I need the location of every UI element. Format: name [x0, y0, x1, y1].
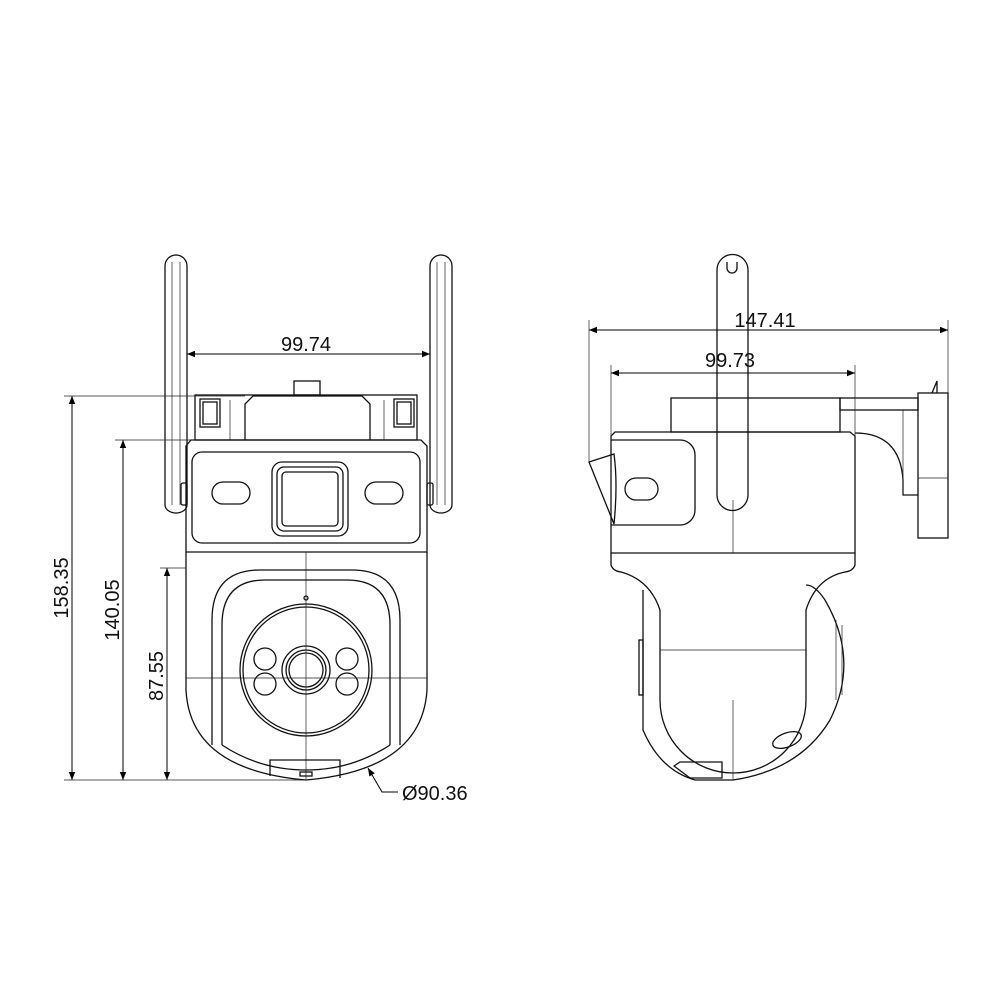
- dimension-height-lower: 87.55: [146, 567, 186, 780]
- ir-led: [335, 647, 359, 671]
- dimension-depth-body: 99.73: [610, 350, 856, 436]
- dimension-label: 99.73: [705, 350, 755, 372]
- right-antenna: [426, 254, 453, 514]
- top-bracket: [194, 380, 418, 441]
- side-housing: [588, 431, 856, 554]
- dimension-width-front: 99.74: [187, 334, 430, 358]
- right-oval-window: [364, 481, 404, 505]
- side-view: 147.41 99.73: [588, 253, 949, 781]
- dimension-height-body: 140.05: [102, 439, 195, 780]
- mount-bracket: [670, 380, 949, 539]
- side-button: [588, 453, 617, 525]
- dimension-label: 99.74: [281, 334, 331, 356]
- upper-housing: [185, 439, 428, 553]
- dimension-label: 158.35: [51, 557, 73, 618]
- ir-led: [253, 647, 277, 671]
- ir-led: [253, 672, 277, 696]
- side-pan-unit: [610, 553, 856, 781]
- side-antenna: [716, 253, 749, 512]
- dimension-label: 140.05: [102, 579, 124, 640]
- left-antenna: [164, 254, 188, 514]
- ir-led: [335, 672, 359, 696]
- lower-body: [185, 552, 428, 781]
- dimension-label: Ø90.36: [402, 783, 468, 805]
- dimension-depth-overall: 147.41: [588, 310, 949, 462]
- left-oval-window: [211, 481, 251, 505]
- front-view: 99.74 158.35 140.05 87.55 Ø90.36: [51, 254, 468, 805]
- dimension-label: 147.41: [734, 310, 795, 332]
- dimension-label: 87.55: [146, 651, 168, 701]
- dimension-diameter: Ø90.36: [367, 767, 468, 805]
- dimension-height-overall: 158.35: [51, 395, 306, 781]
